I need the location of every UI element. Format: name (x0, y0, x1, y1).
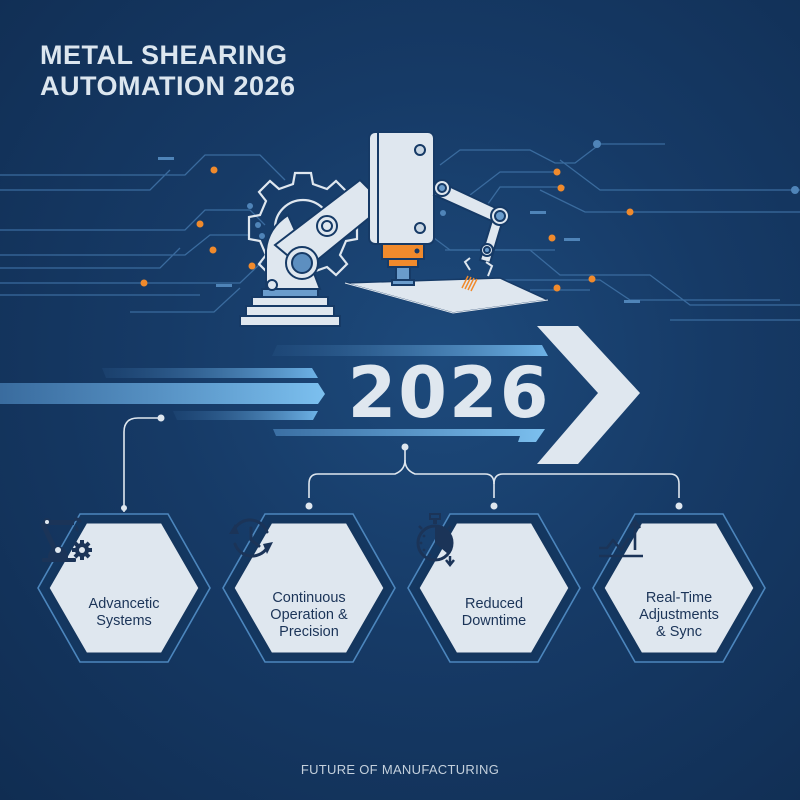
stopwatch-icon (416, 513, 455, 568)
left-robot-arm (239, 178, 387, 327)
feature-card-reduced-downtime: Reduced Downtime (406, 512, 582, 664)
circuit-nodes-left (140, 157, 265, 287)
feature-card-real-time-adjustments: Real-Time Adjustments & Sync (591, 512, 767, 664)
feature-card-advanced-systems: Advancetic Systems (36, 512, 212, 664)
connector-lines (123, 417, 680, 512)
right-robot-arm (432, 179, 510, 292)
speed-stripes (0, 345, 548, 442)
chevron-right-icon (537, 326, 640, 464)
title-line-1: METAL SHEARING (40, 40, 288, 70)
feature-label: Continuous Operation & Precision (270, 590, 348, 640)
title-line-2: AUTOMATION 2026 (40, 71, 296, 101)
connector-nodes (121, 414, 683, 511)
trend-up-chart-icon (599, 519, 643, 558)
shear-press-head (368, 131, 435, 286)
footer-tagline: FUTURE OF MANUFACTURING (300, 762, 500, 777)
robot-arm-gear-icon (40, 517, 92, 562)
clock-cycle-icon (229, 518, 273, 558)
year-banner: 2026 (347, 352, 551, 434)
circuit-traces-left (0, 154, 286, 313)
page-title: METAL SHEARING AUTOMATION 2026 (40, 40, 296, 102)
feature-label: Reduced Downtime (461, 596, 527, 629)
circuit-nodes-right (440, 140, 799, 303)
feature-label: Advancetic Systems (88, 596, 160, 629)
feature-card-continuous-operation: Continuous Operation & Precision (221, 512, 397, 664)
feature-label: Real-Time Adjustments & Sync (639, 590, 719, 640)
sheet-metal-plate (344, 277, 551, 314)
